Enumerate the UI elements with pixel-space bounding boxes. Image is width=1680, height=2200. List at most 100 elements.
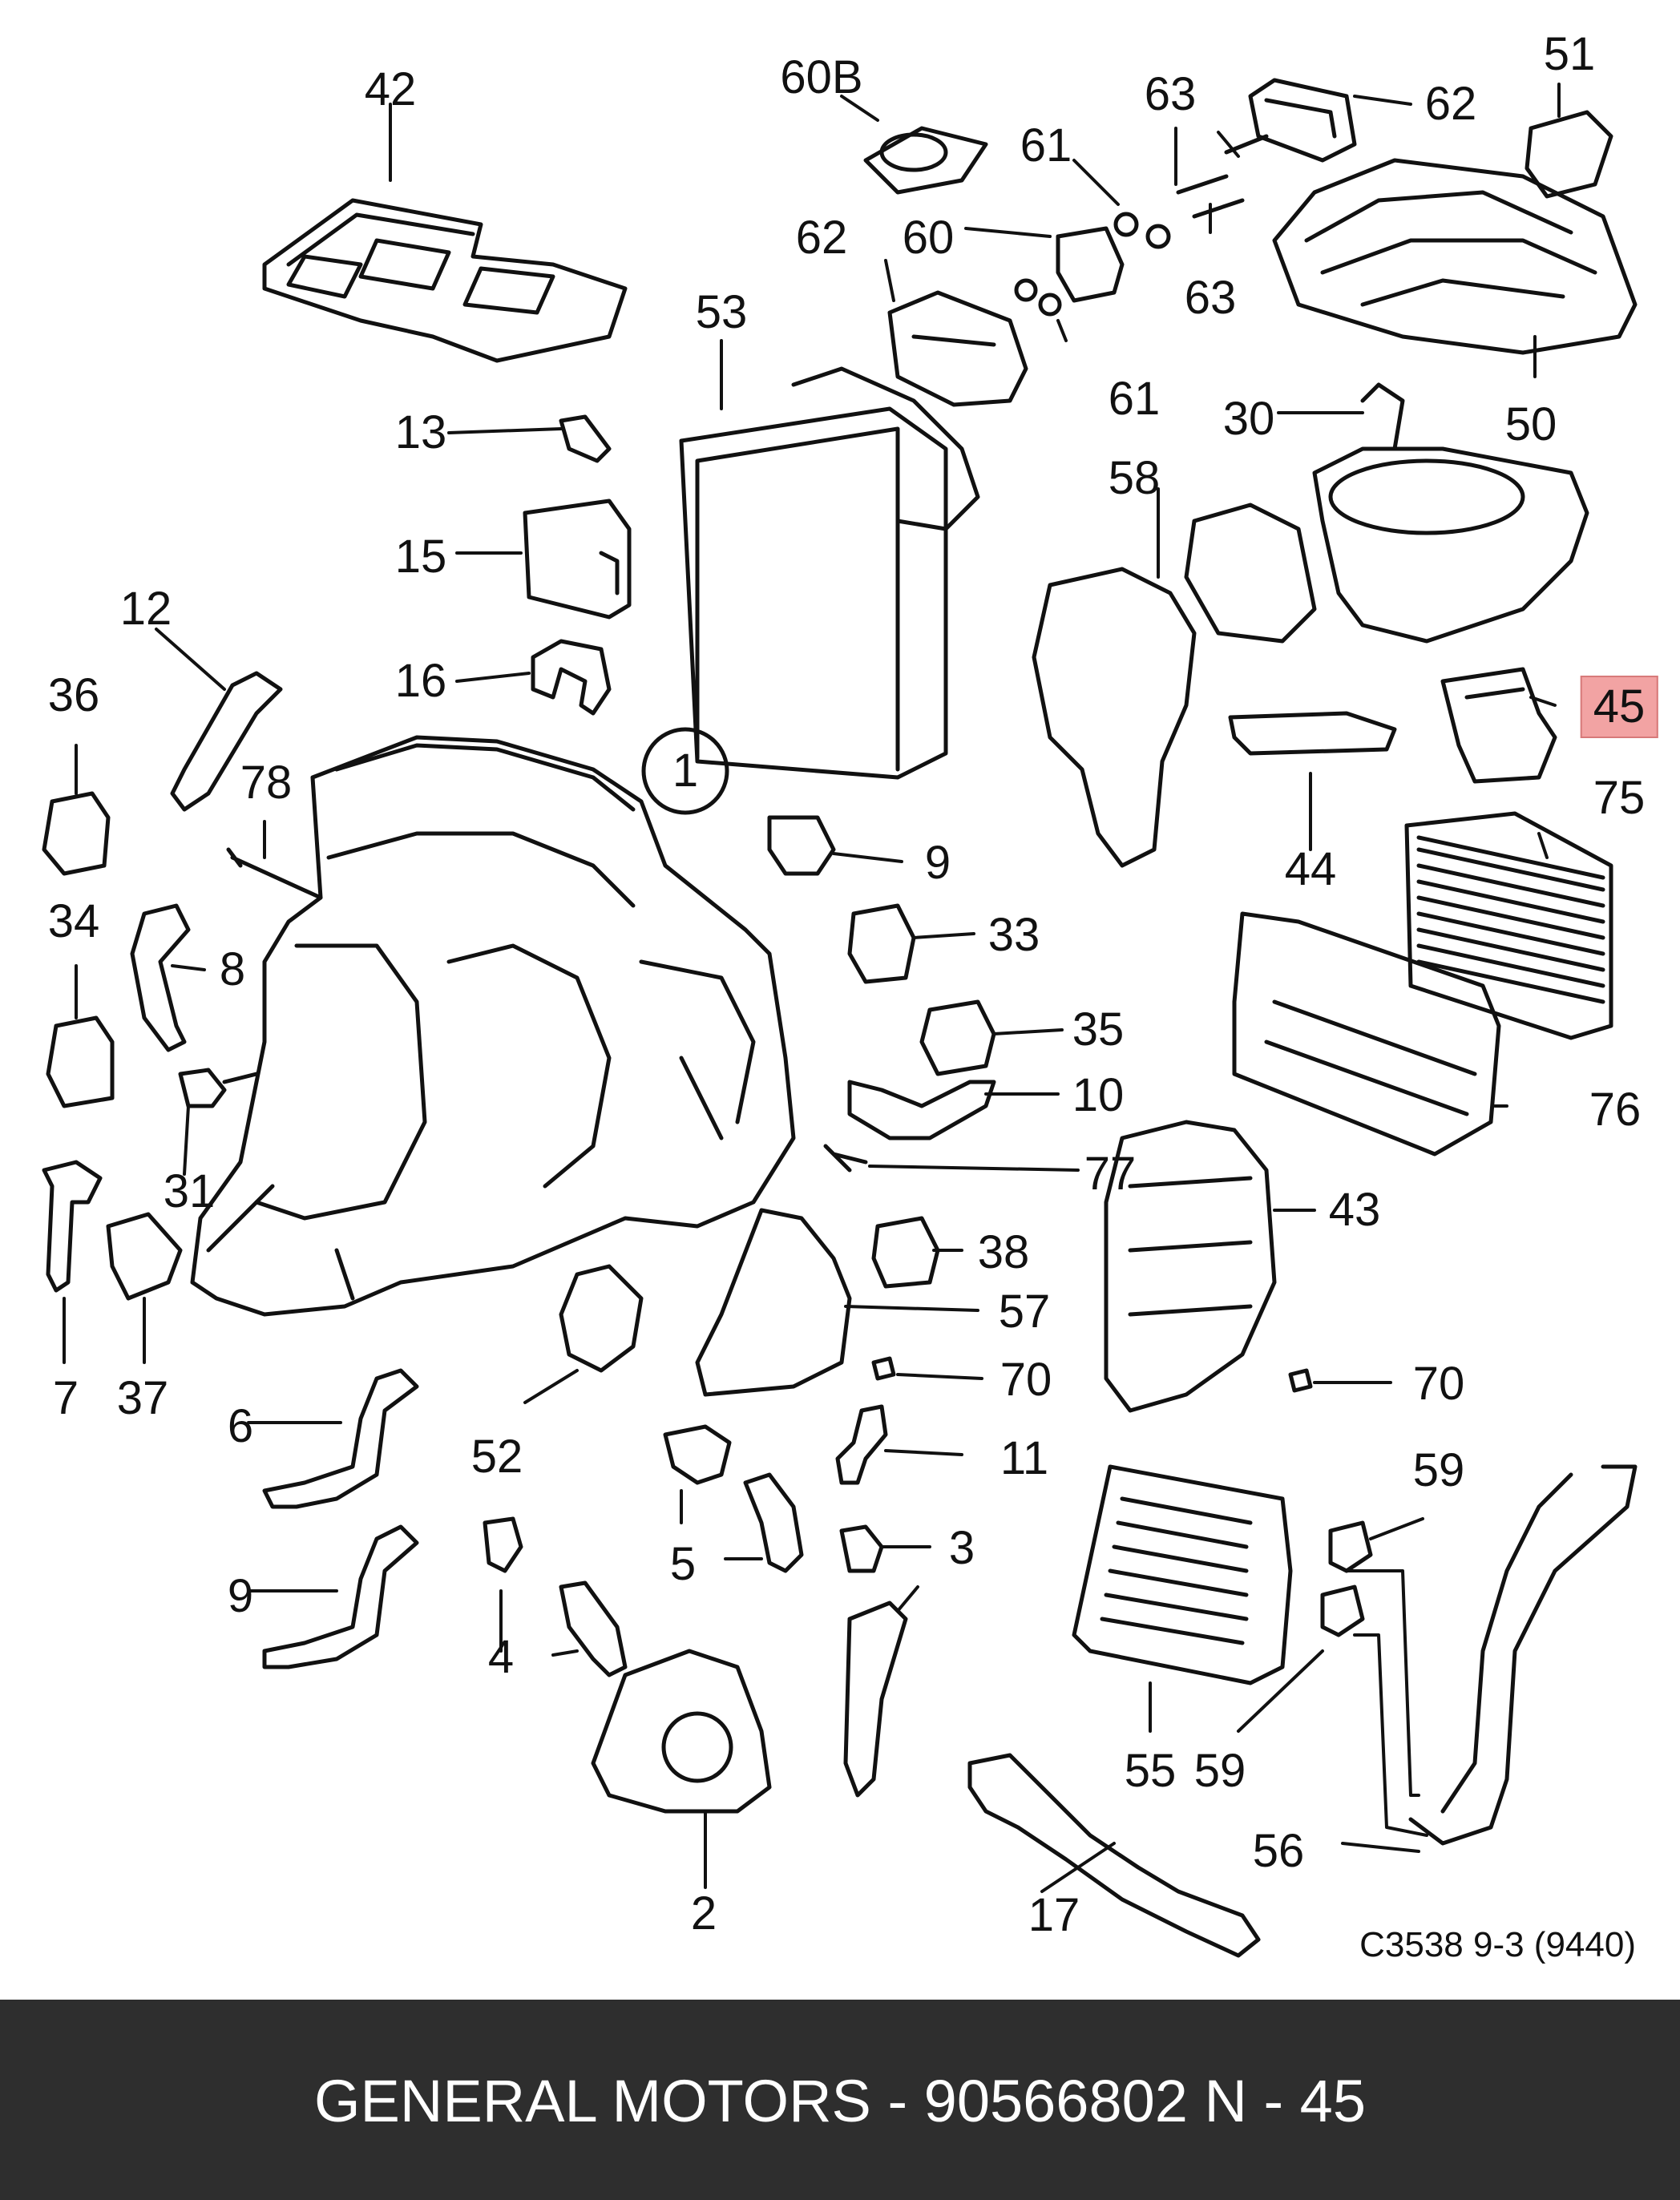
- callout-6: 6: [227, 1400, 254, 1452]
- part-70-clip-b: [1288, 1368, 1313, 1393]
- callout-59-top: 59: [1412, 1444, 1465, 1496]
- callout-75: 75: [1593, 772, 1646, 824]
- part-50-blower-housing: [1272, 158, 1638, 355]
- callout-16: 16: [394, 655, 447, 707]
- callout-37: 37: [116, 1372, 169, 1424]
- part-55-heater-core: [1072, 1464, 1293, 1685]
- part-36-actuator: [42, 791, 111, 876]
- footer-part-number: GENERAL MOTORS - 90566802 N - 45: [314, 2068, 1366, 2134]
- part-10-link: [847, 1080, 996, 1140]
- part-11-link: [835, 1404, 888, 1485]
- callout-63-top: 63: [1144, 68, 1197, 120]
- part-60b-gasket: [863, 126, 988, 195]
- part-45-resistor: [1440, 667, 1557, 784]
- part-4-fitting: [483, 1516, 523, 1573]
- part-4b-link: [559, 1580, 628, 1677]
- part-9-actuator: [767, 815, 836, 876]
- part-58-seal: [1184, 503, 1317, 644]
- callout-63-mid: 63: [1184, 272, 1237, 324]
- callout-9-top: 9: [924, 837, 951, 889]
- part-62-seal: [887, 290, 1028, 407]
- callout-13: 13: [394, 406, 447, 458]
- part-12-bracket: [170, 671, 283, 812]
- part-1-hvac-case: [190, 735, 796, 1317]
- part-78-screw: [226, 847, 323, 900]
- parts-diagram: 42 60B 63 62 51 61 60 62 63 53 61 30 50 …: [42, 28, 1658, 1964]
- part-3-fitting: [839, 1524, 884, 1573]
- callout-56: 56: [1252, 1825, 1305, 1877]
- callout-15: 15: [394, 531, 447, 583]
- callout-70-left: 70: [1000, 1354, 1052, 1406]
- callout-51: 51: [1543, 28, 1596, 80]
- callout-42: 42: [364, 63, 417, 115]
- part-38-actuator: [871, 1216, 940, 1289]
- callout-57: 57: [998, 1286, 1051, 1338]
- part-59-clamp-b: [1320, 1584, 1365, 1637]
- reference-code: C3538 9-3 (9440): [1359, 1925, 1636, 1964]
- part-43-frame: [1104, 1120, 1277, 1413]
- part-15-foam: [523, 499, 632, 620]
- callout-70-right: 70: [1412, 1358, 1465, 1410]
- part-58b-duct: [1032, 567, 1197, 868]
- callout-60: 60: [902, 212, 955, 264]
- part-5b-link: [743, 1472, 804, 1573]
- diagram-drawing: [42, 78, 1638, 1958]
- part-2-blend-motor: [591, 1649, 772, 1814]
- leader-lines: [63, 83, 1561, 1893]
- part-51-actuator: [1525, 110, 1613, 199]
- callout-43: 43: [1328, 1184, 1381, 1236]
- callout-60B: 60B: [780, 51, 863, 103]
- callout-2: 2: [690, 1887, 717, 1940]
- callout-31: 31: [163, 1165, 216, 1217]
- part-34-actuator: [46, 1015, 115, 1108]
- part-52-actuator: [559, 1264, 644, 1373]
- part-30-blower-motor: [1312, 382, 1589, 644]
- callout-4: 4: [487, 1631, 515, 1683]
- callout-55: 55: [1124, 1745, 1177, 1797]
- callout-77: 77: [1084, 1148, 1137, 1200]
- callout-circle-1: [641, 727, 729, 815]
- part-7-link: [42, 1160, 103, 1293]
- callout-17: 17: [1028, 1889, 1080, 1941]
- callout-62-top: 62: [1424, 78, 1477, 130]
- part-31-fitting: [178, 1068, 259, 1108]
- part-13-clip: [559, 414, 612, 463]
- callout-50: 50: [1504, 398, 1557, 450]
- part-63-bolts: [1176, 134, 1269, 219]
- callout-58: 58: [1108, 452, 1161, 504]
- part-70-clip-a: [871, 1356, 896, 1381]
- callout-45: 45: [1580, 676, 1658, 738]
- part-77-screw: [823, 1144, 868, 1173]
- callout-7: 7: [52, 1372, 79, 1424]
- part-6-link: [262, 1368, 419, 1509]
- footer-bar: GENERAL MOTORS - 90566802 N - 45: [0, 2000, 1680, 2200]
- callout-1: 1: [672, 745, 699, 797]
- callout-10: 10: [1072, 1069, 1125, 1121]
- callout-30: 30: [1222, 393, 1275, 445]
- part-16-clip: [531, 639, 612, 716]
- callout-76: 76: [1589, 1084, 1642, 1136]
- part-59-clamp-a: [1328, 1520, 1373, 1573]
- callout-38: 38: [977, 1226, 1030, 1278]
- part-75-cabin-filter: [1404, 811, 1613, 1040]
- part-76-filter-housing: [1232, 911, 1501, 1157]
- part-3b-bracket: [843, 1601, 908, 1798]
- callout-35: 35: [1072, 1003, 1125, 1056]
- callout-12: 12: [119, 583, 172, 635]
- callout-61-top: 61: [1020, 119, 1072, 172]
- part-37-actuator: [106, 1212, 183, 1301]
- callout-44: 44: [1284, 843, 1337, 895]
- callout-3: 3: [948, 1522, 975, 1574]
- callout-61-mid: 61: [1108, 373, 1161, 425]
- part-9b-link: [262, 1524, 419, 1669]
- callout-34: 34: [47, 895, 100, 947]
- part-42-filter-frame: [262, 198, 628, 363]
- callout-8: 8: [219, 943, 246, 995]
- part-62-duct: [1248, 78, 1357, 163]
- part-8-link: [130, 903, 191, 1052]
- callout-33: 33: [987, 909, 1040, 961]
- part-61-orings: [1014, 212, 1171, 317]
- part-17-hose: [967, 1753, 1261, 1958]
- callout-59-bottom: 59: [1193, 1745, 1246, 1797]
- part-35-actuator: [919, 999, 996, 1076]
